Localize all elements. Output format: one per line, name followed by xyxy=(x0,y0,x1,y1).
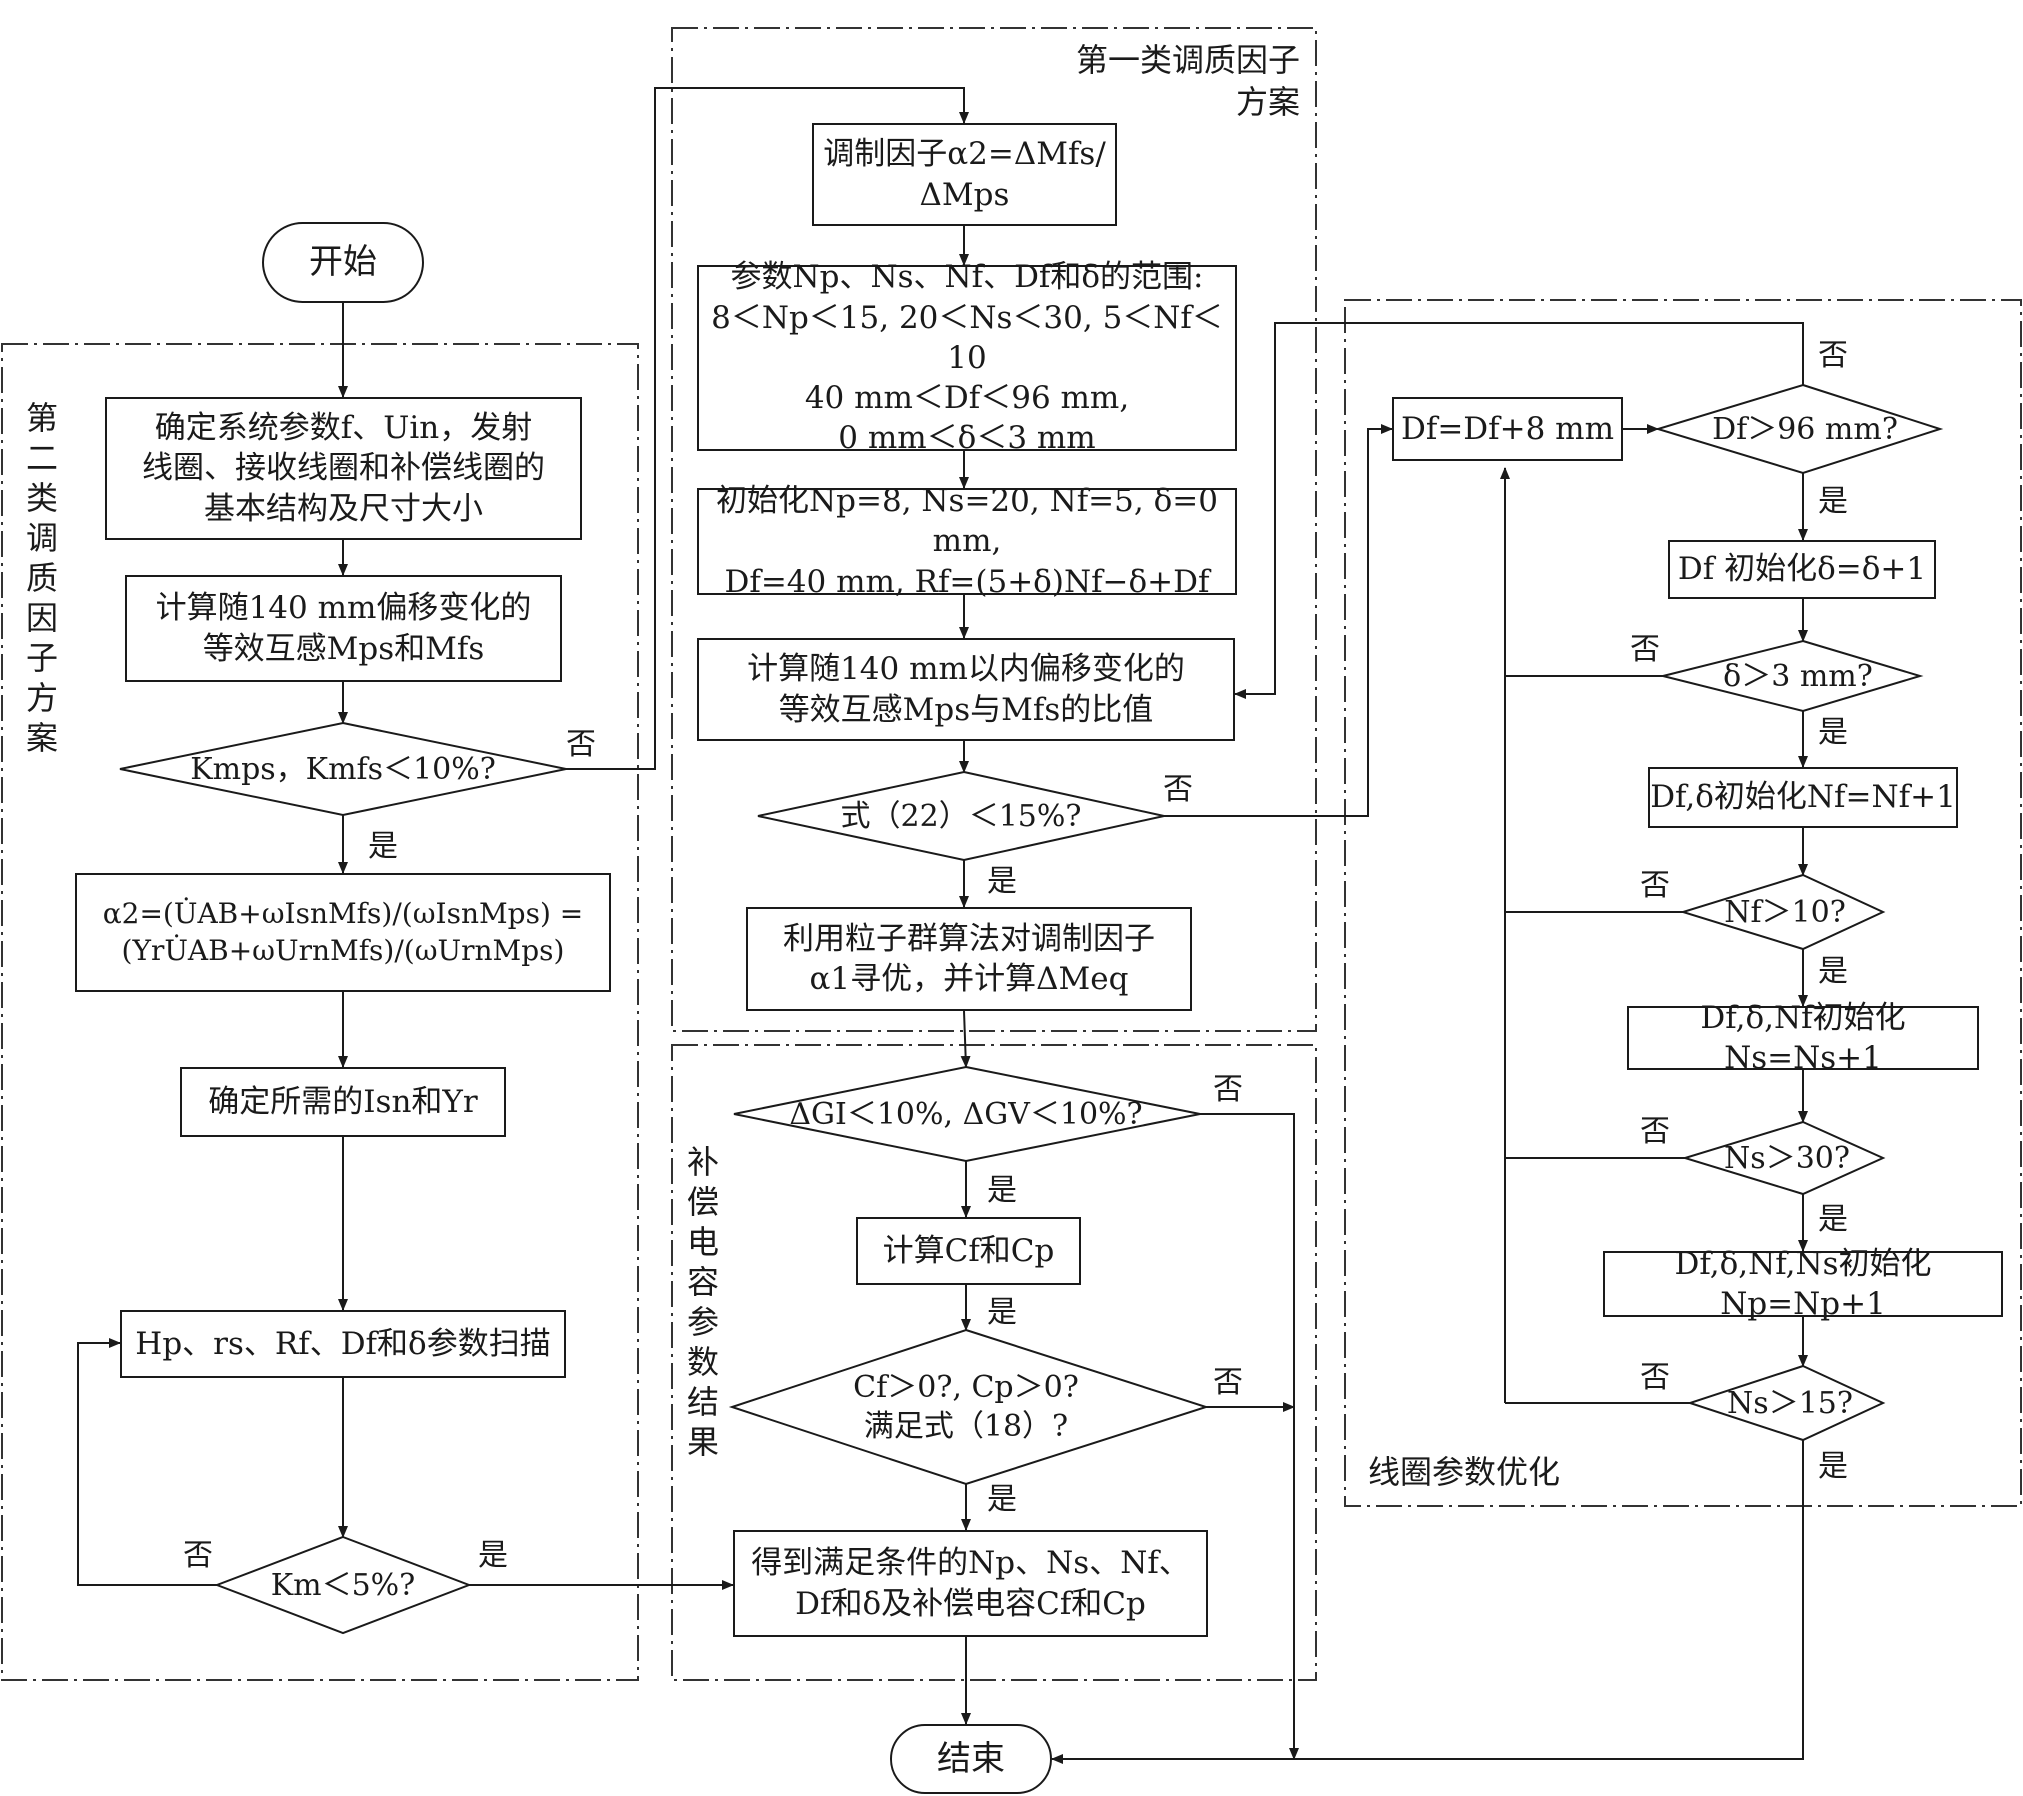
pso-box: 利用粒子群算法对调制因子 α1寻优，并计算ΔMeq xyxy=(746,907,1192,1011)
compute-mutual-line: 计算随140 mm偏移变化的 xyxy=(155,590,532,627)
scan-box: Hp、rs、Rf、Df和δ参数扫描 xyxy=(120,1310,566,1378)
check-k-decision: Kmps，Kmfs＜10%? xyxy=(190,751,496,787)
ns-inc-box: Df,δ,Nf初始化Ns=Ns+1 xyxy=(1627,1000,1979,1076)
label-no-ns30: 否 xyxy=(1640,1114,1670,1149)
init-line: Df=40 mm, Rf=(5+δ)Nf−δ+Df xyxy=(724,563,1210,600)
label-yes-df: 是 xyxy=(1818,484,1848,519)
determine-params-line: 确定系统参数f、Uin，发射 xyxy=(154,410,533,447)
param-range-box: 参数Np、Ns、Nf、Df和δ的范围: 8＜Np＜15, 20＜Ns＜30, 5… xyxy=(697,259,1237,456)
decision-shape-km xyxy=(214,1535,472,1635)
determine-params-box: 确定系统参数f、Uin，发射 线圈、接收线圈和补偿线圈的 基本结构及尺寸大小 xyxy=(105,397,582,540)
check-nf-decision: Nf＞10? xyxy=(1724,894,1846,930)
label-no-delta: 否 xyxy=(1630,632,1660,667)
param-range-line: 40 mm＜Df＜96 mm, xyxy=(804,380,1130,417)
result-line: 得到满足条件的Np、Ns、Nf、 xyxy=(751,1545,1190,1582)
group-frame-first xyxy=(671,27,1317,1032)
check-c-line: Cf＞0?, Cp＞0? xyxy=(853,1370,1079,1405)
group-frame-coil xyxy=(1344,299,2022,1507)
check-c-decision: Cf＞0?, Cp＞0? 满足式（18）? xyxy=(786,1362,1146,1452)
check-df-decision: Df＞96 mm? xyxy=(1712,411,1898,447)
param-range-line: 8＜Np＜15, 20＜Ns＜30, 5＜Nf＜10 xyxy=(711,299,1223,376)
check-g-decision: ΔGI＜10%, ΔGV＜10%? xyxy=(789,1096,1143,1132)
label-no-g: 否 xyxy=(1213,1072,1243,1107)
nf-inc-box: Df,δ初始化Nf=Nf+1 xyxy=(1648,767,1958,828)
label-yes-eq22: 是 xyxy=(987,864,1017,899)
check-km-decision: Km＜5%? xyxy=(270,1567,416,1603)
compute-mutual-line: 等效互感Mps和Mfs xyxy=(202,630,485,667)
label-yes-km: 是 xyxy=(478,1538,508,1573)
df-inc-box: Df=Df+8 mm xyxy=(1392,397,1623,461)
label-yes-kmps: 是 xyxy=(368,829,398,864)
determine-isn-box: 确定所需的Isn和Yr xyxy=(180,1067,506,1137)
check-ns30-decision: Ns＞30? xyxy=(1724,1140,1850,1176)
start-terminal: 开始 xyxy=(262,222,424,303)
determine-params-line: 线圈、接收线圈和补偿线圈的 xyxy=(142,450,545,487)
compute-ratio-box: 计算随140 mm以内偏移变化的 等效互感Mps与Mfs的比值 xyxy=(697,638,1235,741)
group-frame-cap xyxy=(671,1044,1317,1681)
check-eq22-decision: 式（22）＜15%? xyxy=(840,798,1082,834)
label-yes-compute-c: 是 xyxy=(987,1295,1017,1330)
label-yes-ns30: 是 xyxy=(1818,1202,1848,1237)
group-title-first-line2: 方案 xyxy=(1235,82,1300,121)
param-range-line: 0 mm＜δ＜3 mm xyxy=(838,420,1096,457)
group-title-cap: 补偿电容参数结果 xyxy=(686,1143,719,1461)
init-line: 初始化Np=8, Ns=20, Nf=5, δ=0 mm, xyxy=(716,483,1218,560)
determine-params-line: 基本结构及尺寸大小 xyxy=(204,490,483,527)
init-box: 初始化Np=8, Ns=20, Nf=5, δ=0 mm, Df=40 mm, … xyxy=(697,483,1237,600)
result-line: Df和δ及补偿电容Cf和Cp xyxy=(795,1585,1146,1622)
label-yes-g: 是 xyxy=(987,1173,1017,1208)
group-title-second: 第二类调质因子方案 xyxy=(25,399,58,757)
group-frame-second xyxy=(1,343,639,1681)
pso-line: 利用粒子群算法对调制因子 xyxy=(783,920,1155,957)
label-yes-np: 是 xyxy=(1818,1449,1848,1484)
label-no-kmps: 否 xyxy=(566,727,596,762)
compute-ratio-line: 计算随140 mm以内偏移变化的 xyxy=(747,651,1185,688)
compute-mutual-box: 计算随140 mm偏移变化的 等效互感Mps和Mfs xyxy=(125,575,562,682)
label-no-c: 否 xyxy=(1213,1365,1243,1400)
label-no-df: 否 xyxy=(1818,338,1848,373)
label-yes-c: 是 xyxy=(987,1482,1017,1517)
alpha2-formula-box: α2=(U̇AB+ωIsnMfs)/(ωIsnMps) = (YrU̇AB+ωU… xyxy=(75,873,611,992)
result-box: 得到满足条件的Np、Ns、Nf、 Df和δ及补偿电容Cf和Cp xyxy=(733,1530,1208,1637)
group-title-first-line1: 第一类调质因子 xyxy=(1075,41,1300,79)
label-no-eq22: 否 xyxy=(1163,772,1193,807)
label-no-np: 否 xyxy=(1640,1360,1670,1395)
mod-factor-box: 调制因子α2=ΔMfs/ΔMps xyxy=(812,123,1117,226)
check-delta-decision: δ＞3 mm? xyxy=(1723,658,1873,694)
delta-inc-box: Df 初始化δ=δ+1 xyxy=(1668,540,1936,599)
label-no-nf: 否 xyxy=(1640,868,1670,903)
compute-ratio-line: 等效互感Mps与Mfs的比值 xyxy=(778,691,1154,728)
param-range-line: 参数Np、Ns、Nf、Df和δ的范围: xyxy=(730,259,1204,296)
pso-line: α1寻优，并计算ΔMeq xyxy=(809,961,1129,997)
check-np-decision: Ns＞15? xyxy=(1727,1385,1853,1421)
label-yes-delta: 是 xyxy=(1818,715,1848,750)
end-terminal: 结束 xyxy=(890,1724,1052,1794)
np-inc-box: Df,δ,Nf,Ns初始化Np=Np+1 xyxy=(1603,1246,2003,1322)
label-yes-nf: 是 xyxy=(1818,954,1848,989)
compute-c-box: 计算Cf和Cp xyxy=(856,1217,1081,1285)
label-no-km: 否 xyxy=(183,1538,213,1573)
group-title-coil: 线圈参数优化 xyxy=(1368,1453,1561,1491)
check-c-line: 满足式（18）? xyxy=(863,1409,1069,1444)
group-title-first: 第一类调质因子 方案 xyxy=(1000,40,1300,123)
